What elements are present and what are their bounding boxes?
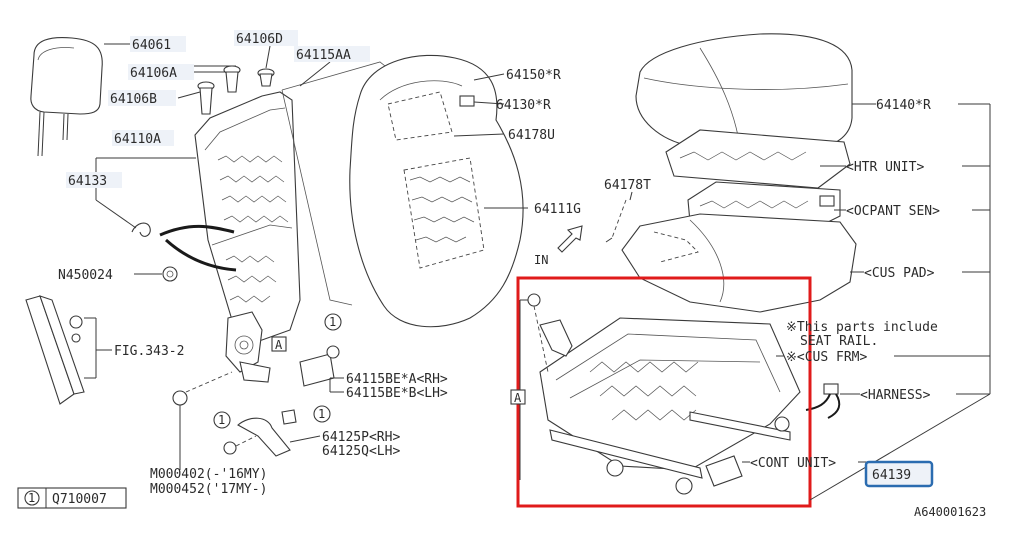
label-harness: <HARNESS> — [860, 388, 931, 403]
circle-marker-2: 1 — [218, 413, 225, 427]
label-64133: 64133 — [68, 174, 107, 189]
label-64115aa: 64115AA — [296, 48, 351, 63]
label-64115be-b: 64115BE*B<LH> — [346, 386, 448, 401]
label-fig-343-2: FIG.343-2 — [114, 344, 184, 359]
ref-a-left: A — [275, 338, 283, 352]
nut-n450024[interactable] — [162, 266, 178, 282]
label-64178u: 64178U — [508, 128, 555, 143]
label-64061: 64061 — [132, 38, 171, 53]
label-m000402: M000402(-'16MY) — [150, 467, 267, 482]
label-64150r: 64150*R — [506, 68, 561, 83]
side-trim-part[interactable] — [25, 295, 85, 405]
legend-number: 1 — [28, 491, 35, 505]
wire-clip[interactable] — [131, 222, 237, 272]
leader-lines — [84, 43, 991, 501]
wire-64178t[interactable] — [605, 199, 627, 243]
label-64140r: 64140*R — [876, 98, 931, 113]
note-line-2: SEAT RAIL. — [800, 334, 878, 349]
label-cont-unit: <CONT UNIT> — [750, 456, 836, 471]
legend: 1 Q710007 — [17, 487, 127, 509]
in-arrow-label: IN — [534, 253, 548, 267]
note-line-1: ※This parts include — [786, 320, 938, 335]
cushion-pad[interactable] — [621, 213, 857, 313]
headrest[interactable] — [30, 36, 103, 157]
label-m000452: M000452('17MY-) — [150, 482, 267, 497]
label-cus-pad: <CUS PAD> — [864, 266, 935, 281]
ref-markers: A A — [271, 336, 526, 405]
catalog-number: A640001623 — [914, 505, 986, 519]
label-64111g: 64111G — [534, 202, 581, 217]
label-64178t: 64178T — [604, 178, 651, 193]
cushion-frame[interactable] — [527, 293, 801, 495]
label-n450024: N450024 — [58, 268, 113, 283]
label-64115be-a: 64115BE*A<RH> — [346, 372, 448, 387]
circle-marker-1: 1 — [329, 315, 336, 329]
circle-markers: 1 1 1 — [213, 313, 342, 429]
label-64106d: 64106D — [236, 32, 283, 47]
in-arrow: IN — [534, 225, 583, 267]
control-unit[interactable] — [705, 455, 743, 487]
label-cus-frm: ※<CUS FRM> — [786, 350, 868, 365]
seat-back-cover[interactable] — [349, 54, 524, 328]
legend-part-number: Q710007 — [52, 492, 107, 507]
callout-labels: 64061 64106D 64106A 64106B 64115AA 64150… — [58, 30, 986, 519]
label-64125p: 64125P<RH> — [322, 430, 400, 445]
label-64139: 64139 — [872, 468, 911, 483]
label-htr-unit: <HTR UNIT> — [846, 160, 924, 175]
label-64106a: 64106A — [130, 66, 177, 81]
circle-marker-3: 1 — [318, 407, 325, 421]
ref-a-right: A — [514, 391, 522, 405]
label-64110a: 64110A — [114, 132, 161, 147]
label-64130r: 64130*R — [496, 98, 551, 113]
label-64106b: 64106B — [110, 92, 157, 107]
lower-bolts[interactable] — [172, 345, 340, 462]
heater-unit[interactable] — [665, 129, 851, 189]
label-ocpant-sen: <OCPANT SEN> — [846, 204, 940, 219]
headrest-guide-parts[interactable] — [197, 65, 275, 115]
label-64125q: 64125Q<LH> — [322, 444, 400, 459]
badge-64139[interactable] — [864, 460, 934, 488]
seat-back-frame[interactable] — [194, 91, 301, 383]
